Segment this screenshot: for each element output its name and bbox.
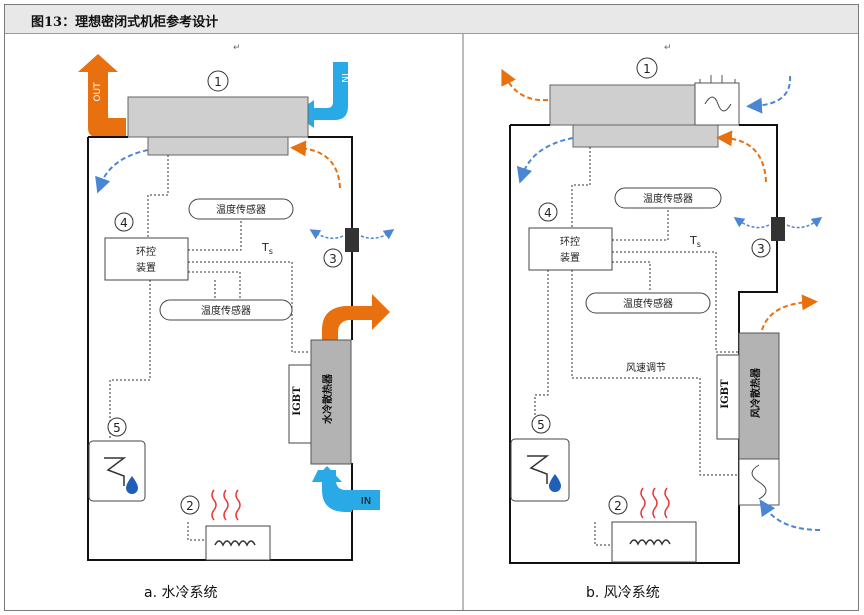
out-label: OUT: [93, 82, 103, 102]
title-bar: 图13：理想密闭式机柜参考设计: [5, 5, 858, 34]
intake-air-arrow: [746, 75, 792, 114]
internal-air-blue-arrow-b: [516, 137, 574, 184]
temperature-sensor-top-b-label: 温度传感器: [643, 192, 693, 205]
heater-coil: [214, 540, 256, 547]
marker-1-label: 1: [214, 75, 222, 89]
radiator-intake-arrow: [759, 499, 821, 531]
heater-b: [611, 521, 697, 563]
marker-3: [323, 248, 343, 268]
heater-b-coil: [629, 539, 671, 546]
internal-air-blue-arrow: [95, 149, 149, 194]
air-cooling-radiator: [738, 332, 780, 460]
cabinet-outline: [87, 136, 353, 561]
marker-2-b: [608, 495, 628, 515]
air-heat-exchanger-base: [572, 124, 719, 148]
component-3-arrow-left: [309, 229, 344, 240]
dehumidifier-b-coil: [527, 455, 550, 484]
panel-b-air-cooling: ↵ 1 3 温度传感器 4 环控 装置 Ts: [501, 43, 823, 564]
caption-b: b. 风冷系统: [586, 585, 660, 601]
temperature-sensor-top-b: [614, 187, 722, 209]
controller-label-2: 装置: [136, 261, 156, 274]
temperature-sensor-top: [188, 198, 294, 220]
marker-5-b-label: 5: [537, 418, 545, 432]
radiator-out-arrow: [322, 294, 390, 343]
dehumidifier-b: [510, 438, 570, 502]
return-mark: ↵: [233, 43, 241, 53]
radiator-exhaust-arrow: [761, 294, 818, 331]
water-drop-b-icon: [549, 474, 561, 492]
temperature-sensor-mid-b: [585, 292, 711, 314]
internal-air-orange-arrow: [290, 140, 341, 189]
component-3-arrow-right: [360, 228, 395, 240]
caption-a: a. 水冷系统: [144, 585, 218, 601]
ts-label: Ts: [261, 241, 273, 256]
component-3-arrow-right-b: [786, 216, 823, 229]
marker-4-label: 4: [120, 216, 128, 230]
temperature-sensor-mid: [159, 299, 293, 321]
temperature-sensor-top-label: 温度传感器: [216, 203, 266, 216]
air-radiator-label: 风冷散热器: [749, 367, 762, 418]
component-3-device: [345, 228, 359, 252]
controller-label-1: 环控: [136, 245, 156, 258]
radiator-fan-icon: [751, 464, 767, 500]
marker-4-b-label: 4: [544, 206, 552, 220]
component-3-arrow-left-b: [733, 216, 770, 229]
figure-frame: [4, 4, 859, 611]
marker-1-b: [636, 57, 658, 79]
heat-waves: [211, 489, 241, 521]
marker-2-b-label: 2: [614, 499, 622, 513]
in-bottom-label: IN: [361, 496, 371, 507]
fan-speed-control-label: 风速调节: [626, 362, 666, 374]
marker-5-label: 5: [113, 421, 121, 435]
marker-5: [107, 417, 127, 437]
marker-2-label: 2: [186, 499, 194, 513]
signal-lines-b: [534, 147, 739, 546]
water-drop-icon: [126, 476, 138, 494]
heat-exchanger-unit-1: [127, 96, 309, 138]
temperature-sensor-mid-label: 温度传感器: [201, 304, 251, 317]
marker-2: [180, 495, 200, 515]
marker-3-b-label: 3: [757, 242, 765, 256]
internal-air-orange-arrow-b: [716, 130, 767, 183]
component-3-device-b: [771, 217, 785, 241]
air-heat-exchanger-unit: [549, 84, 696, 126]
marker-1: [207, 70, 229, 92]
marker-3-label: 3: [329, 252, 337, 266]
controller-b-label-2: 装置: [560, 251, 580, 264]
cabinet-b-outline: [509, 124, 778, 564]
exhaust-air-arrow: [501, 68, 549, 102]
figure-title: 图13：理想密闭式机柜参考设计: [31, 15, 219, 30]
dehumidifier-coil: [104, 457, 127, 486]
marker-4-b: [538, 202, 558, 222]
heat-waves-b: [640, 487, 670, 519]
water-out-arrow: [78, 54, 126, 138]
ts-label-b: Ts: [689, 234, 701, 249]
controller-b-label-1: 环控: [560, 235, 580, 248]
in-top-label: IN: [339, 73, 349, 82]
environment-controller: [104, 237, 189, 281]
temperature-sensor-mid-b-label: 温度传感器: [623, 297, 673, 310]
igbt-b-label: IGBT: [720, 379, 731, 409]
marker-5-b: [531, 414, 551, 434]
water-cooling-radiator: [310, 339, 352, 465]
dehumidifier: [88, 440, 146, 502]
panel-a-water-cooling: ↵ OUT IN 1 3 温度传感器 4 环控 装置 Ts: [78, 43, 395, 561]
external-fan-housing: [694, 82, 740, 126]
marker-1-b-label: 1: [643, 62, 651, 76]
return-mark-b: ↵: [664, 43, 672, 53]
marker-4: [114, 212, 134, 232]
radiator-label: 水冷散热器: [321, 373, 334, 425]
fan-icon: [704, 96, 732, 112]
igbt-label: IGBT: [292, 386, 303, 416]
marker-3-b: [751, 238, 771, 258]
environment-controller-b: [528, 227, 613, 271]
heat-exchanger-base: [147, 136, 289, 156]
